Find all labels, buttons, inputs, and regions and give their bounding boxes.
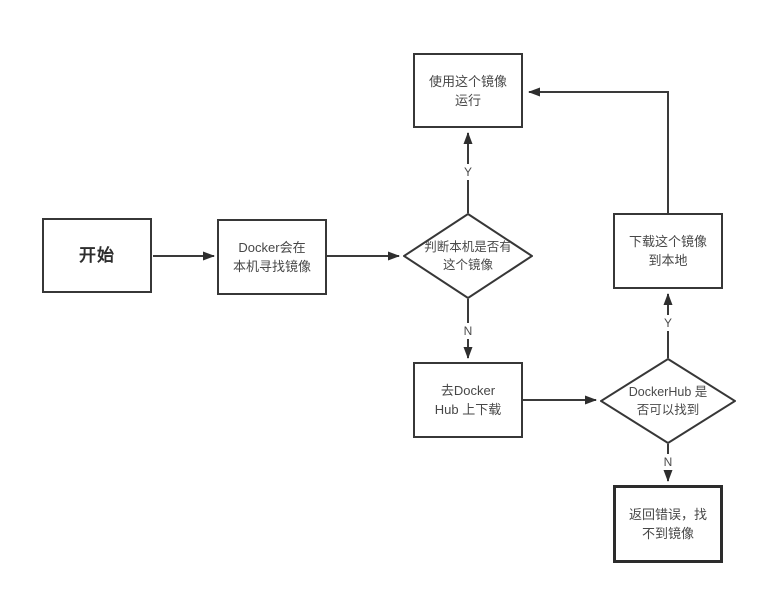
- node-check-local-decision: 判断本机是否有 这个镜像: [403, 213, 533, 299]
- node-use-image-line1: 使用这个镜像: [428, 73, 507, 89]
- node-download-local: 下载这个镜像 到本地: [613, 213, 723, 289]
- diamond-shape: [600, 358, 736, 444]
- node-find-local: Docker会在 本机寻找镜像: [217, 219, 327, 295]
- edge-label-check-local-no: N: [460, 323, 476, 339]
- node-find-local-line2: 本机寻找镜像: [232, 259, 311, 274]
- node-check-dockerhub-line2: 否可以找到: [636, 403, 700, 417]
- diamond-shape: [403, 213, 533, 299]
- node-check-dockerhub-line1: DockerHub 是: [628, 385, 708, 399]
- node-check-dockerhub-decision: DockerHub 是 否可以找到: [600, 358, 736, 444]
- edge-label-check-dockerhub-no: N: [660, 454, 676, 470]
- node-download-local-line2: 到本地: [648, 253, 688, 268]
- node-error-line1: 返回错误，找: [628, 507, 707, 522]
- edge-label-check-local-yes: Y: [460, 164, 476, 180]
- edge-download-to-use-image: [528, 87, 669, 213]
- node-go-dockerhub-line2: Hub 上下载: [434, 402, 502, 417]
- node-check-local-line1: 判断本机是否有: [424, 240, 512, 254]
- node-use-image-line2: 运行: [454, 92, 481, 108]
- node-error-line2: 不到镜像: [641, 526, 694, 541]
- node-find-local-line1: Docker会在: [238, 240, 306, 255]
- node-go-dockerhub-line1: 去Docker: [440, 383, 496, 398]
- node-error: 返回错误，找 不到镜像: [613, 485, 723, 563]
- node-start: 开始: [42, 218, 152, 293]
- node-download-local-line1: 下载这个镜像: [628, 234, 707, 249]
- node-start-label: 开始: [79, 246, 115, 265]
- edge-label-check-dockerhub-yes: Y: [660, 315, 676, 331]
- node-go-dockerhub: 去Docker Hub 上下载: [413, 362, 523, 438]
- node-check-local-line2: 这个镜像: [442, 258, 493, 272]
- node-use-image: 使用这个镜像 运行: [413, 53, 523, 128]
